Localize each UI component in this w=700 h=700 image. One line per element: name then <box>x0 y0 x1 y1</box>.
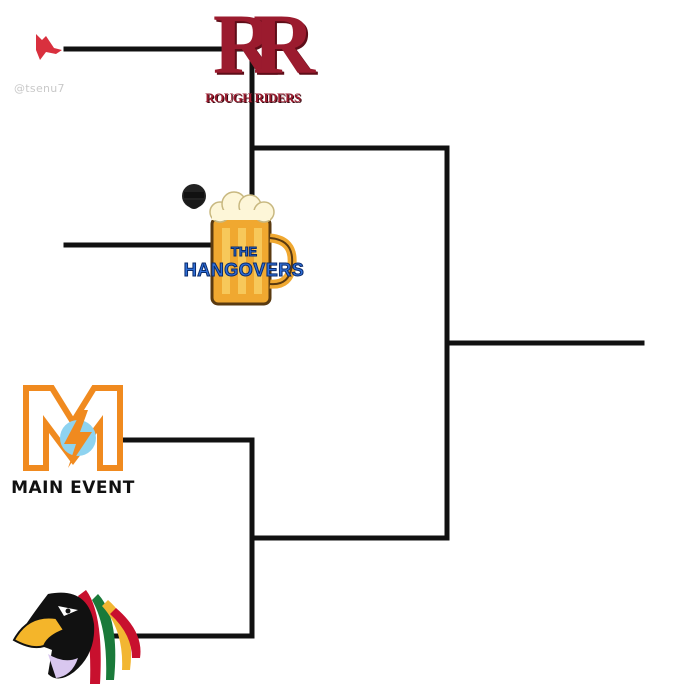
blackhawks-logo <box>8 584 148 694</box>
main-event-logo: MAIN EVENT <box>8 384 138 500</box>
main-event-m-icon <box>23 385 123 471</box>
red-animal-icon <box>36 34 62 60</box>
rough-riders-monogram: RR <box>212 0 315 92</box>
watermark: @tsenu7 <box>14 82 65 95</box>
rough-riders-name: ROUGH RIDERS <box>205 90 301 105</box>
blackhawk-head-icon <box>12 590 141 684</box>
rough-riders-logo: RR ROUGH RIDERS <box>188 0 318 108</box>
hangovers-logo: THE HANGOVERS <box>176 178 312 310</box>
hangovers-name-line1: THE <box>231 244 258 260</box>
beer-mug-icon <box>182 184 297 306</box>
hangovers-name-line2: HANGOVERS <box>183 260 305 281</box>
main-event-name: MAIN EVENT <box>11 478 135 498</box>
